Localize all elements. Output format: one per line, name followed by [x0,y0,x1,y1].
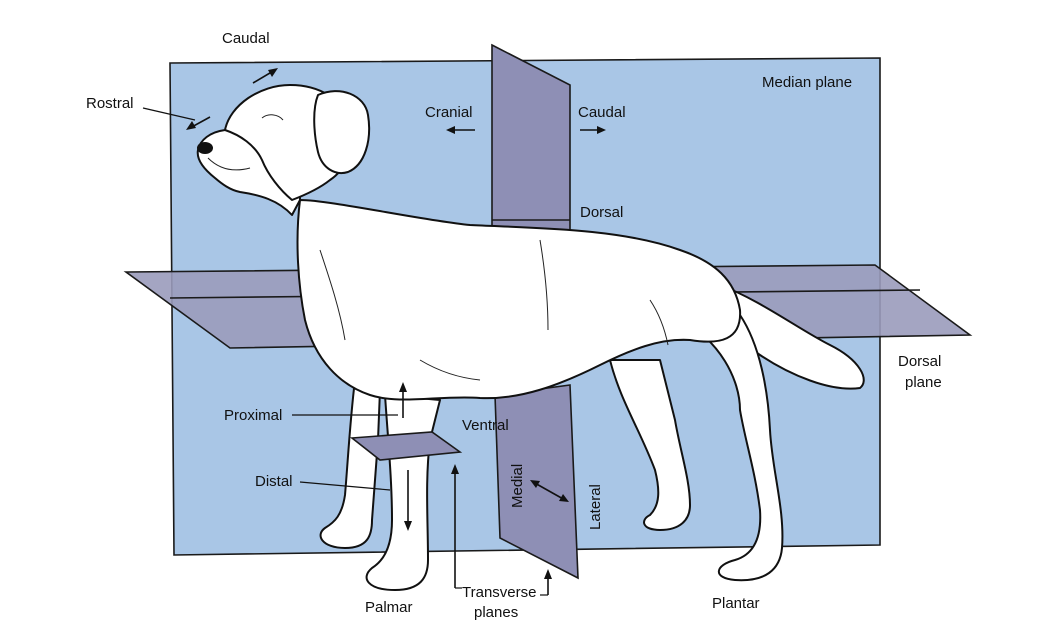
distal-leader [299,481,391,491]
medial-lateral-arrow [532,481,566,501]
dog-hind-leg-far [609,359,691,531]
dog-mouth [207,157,251,171]
label-proximal: Proximal [224,407,282,424]
label-distal: Distal [255,473,293,490]
fur-detail-3 [649,299,669,346]
dog-hind-leg-near [679,314,784,582]
dog-eye [261,114,284,121]
label-palmar: Palmar [365,599,413,616]
fur-detail-4 [539,239,549,331]
label-rostral: Rostral [86,95,134,112]
label-transverse-line2: planes [474,604,518,621]
label-cranial: Cranial [425,104,473,121]
leader-lines [142,107,398,491]
rostral-leader [142,107,196,121]
label-caudal-head: Caudal [222,30,270,47]
label-dorsal-plane-line1: Dorsal [898,353,941,370]
dog-front-leg-far [319,379,381,549]
dog-nose [197,142,213,154]
label-ventral: Ventral [462,417,509,434]
fur-detail-2 [419,359,481,381]
transverse-plane-limb [349,431,463,461]
label-transverse-line1: Transverse [462,584,536,601]
label-dorsal-plane-line2: plane [905,374,942,391]
fur-detail-1 [319,249,346,341]
dog-illustration [196,84,865,591]
label-lateral: Lateral [587,484,604,530]
label-caudal-body: Caudal [578,104,626,121]
dog-torso [296,199,742,401]
dog-ear [313,90,371,174]
direction-arrows [186,68,606,596]
label-dorsal: Dorsal [580,204,623,221]
label-median-plane: Median plane [762,74,852,91]
label-plantar: Plantar [712,595,760,612]
label-medial: Medial [509,464,526,508]
